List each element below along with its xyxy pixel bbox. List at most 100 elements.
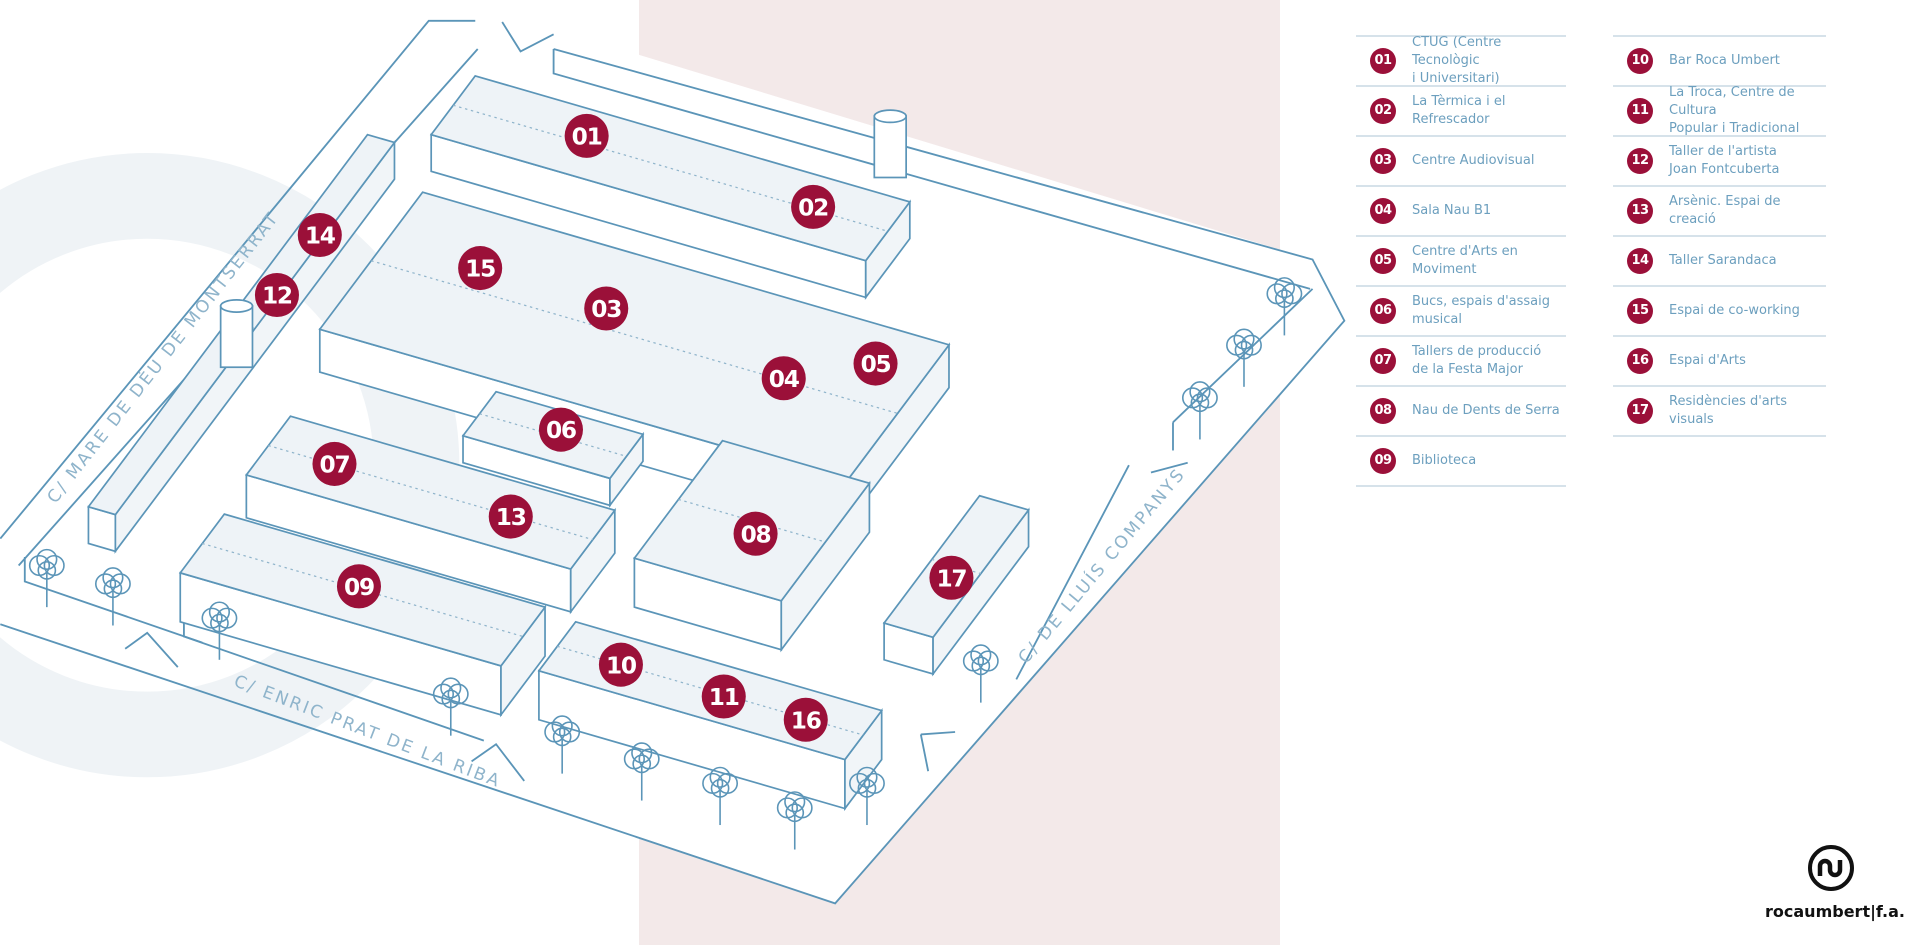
- marker-number: 08: [741, 521, 771, 548]
- marker-number: 14: [305, 223, 336, 250]
- street-line: [1015, 464, 1130, 680]
- marker-circle: [538, 407, 583, 452]
- building-marker-17[interactable]: 17: [929, 555, 974, 600]
- tree-icon: [1266, 277, 1303, 336]
- legend-number-badge: 14: [1627, 248, 1653, 274]
- marker-circle: [584, 286, 629, 331]
- tree-icon: [432, 677, 469, 736]
- marker-circle: [564, 113, 609, 158]
- marker-number: 17: [936, 565, 966, 592]
- legend-number-badge: 01: [1370, 48, 1396, 74]
- building-marker-13[interactable]: 13: [488, 494, 533, 539]
- legend-number-badge: 15: [1627, 298, 1653, 324]
- building-markers: 01 02 03 04 05 06 07 08 09 10 11 12 13 14 15 16 17: [254, 113, 974, 742]
- legend-label: Centre Audiovisual: [1412, 153, 1535, 168]
- building-marker-08[interactable]: 08: [733, 511, 778, 556]
- legend-number-badge: 09: [1370, 448, 1396, 474]
- tree-icon: [201, 601, 238, 660]
- tree-icon: [776, 791, 813, 850]
- marker-number: 03: [591, 296, 621, 323]
- marker-circle: [297, 212, 342, 258]
- building-marker-15[interactable]: 15: [458, 246, 503, 291]
- street-line: [471, 742, 525, 782]
- legend-number-badge: 16: [1627, 348, 1653, 374]
- building-marker-02[interactable]: 02: [791, 184, 836, 229]
- marker-number: 16: [791, 707, 821, 734]
- tree-icon: [94, 567, 131, 626]
- building-marker-16[interactable]: 16: [783, 697, 828, 742]
- legend-item: 15 Espai de co-working: [1613, 287, 1826, 337]
- marker-circle: [929, 555, 974, 600]
- marker-number: 13: [496, 504, 526, 531]
- rocaumbert-logo: rocaumbert|f.a.: [1760, 842, 1910, 932]
- legend-label: Tallers de producció de la Festa Major: [1412, 344, 1542, 377]
- marker-circle: [336, 564, 382, 609]
- street-line: [23, 556, 203, 644]
- street-line: [552, 48, 1311, 290]
- marker-number: 06: [546, 417, 576, 444]
- marker-number: 15: [465, 256, 495, 283]
- marker-circle: [701, 674, 746, 719]
- building-marker-10[interactable]: 10: [598, 642, 643, 687]
- building-marker-11[interactable]: 11: [701, 674, 746, 719]
- marker-number: 01: [572, 123, 602, 150]
- building-marker-03[interactable]: 03: [584, 286, 629, 331]
- legend-label: Arsènic. Espai de creació: [1669, 194, 1781, 227]
- building-marker-06[interactable]: 06: [538, 407, 583, 452]
- legend-item: 05 Centre d'Arts en Moviment: [1356, 237, 1566, 287]
- street-line: [0, 19, 476, 540]
- legend-number-badge: 06: [1370, 298, 1396, 324]
- marker-number: 04: [769, 366, 800, 393]
- legend-label: La Troca, Centre de Cultura Popular i Tr…: [1669, 85, 1800, 136]
- marker-circle: [312, 441, 357, 486]
- building-marker-12[interactable]: 12: [254, 272, 299, 318]
- marker-circle: [254, 272, 299, 318]
- building-marker-04[interactable]: 04: [761, 356, 806, 401]
- marker-circle: [853, 341, 898, 386]
- legend-label: Nau de Dents de Serra: [1412, 403, 1560, 418]
- marker-number: 02: [798, 194, 828, 221]
- marker-circle: [488, 494, 533, 539]
- legend-label: Centre d'Arts en Moviment: [1412, 244, 1518, 277]
- tree-icon: [544, 715, 581, 774]
- marker-circle: [791, 184, 836, 229]
- legend-item: 06 Bucs, espais d'assaig musical: [1356, 287, 1566, 337]
- building-marker-05[interactable]: 05: [853, 341, 898, 386]
- building-marker-07[interactable]: 07: [312, 441, 357, 486]
- tree-icon: [962, 644, 999, 703]
- marker-number: 10: [606, 652, 637, 679]
- rocaumbert-logo-icon: [1808, 845, 1854, 891]
- legend-label: Bucs, espais d'assaig musical: [1412, 294, 1551, 327]
- marker-circle: [458, 246, 503, 291]
- trees: [28, 277, 1303, 850]
- marker-circle: [761, 356, 806, 401]
- marker-number: 09: [344, 574, 374, 601]
- legend-item: 13 Arsènic. Espai de creació: [1613, 187, 1826, 237]
- legend-number-badge: 02: [1370, 98, 1396, 124]
- tree-icon: [623, 742, 660, 801]
- street-line: [919, 734, 930, 772]
- legend-number-badge: 05: [1370, 248, 1396, 274]
- legend-label: Espai de co-working: [1669, 303, 1800, 318]
- tree-icon: [1181, 381, 1218, 440]
- building-marker-14[interactable]: 14: [297, 212, 342, 258]
- tree-icon: [1226, 328, 1262, 387]
- legend-number-badge: 10: [1627, 48, 1653, 74]
- building-marker-09[interactable]: 09: [336, 564, 382, 609]
- logo-text: rocaumbert|f.a.: [1765, 902, 1905, 921]
- building-marker-01[interactable]: 01: [564, 113, 609, 158]
- street-line: [920, 731, 956, 736]
- legend-number-badge: 13: [1627, 198, 1653, 224]
- marker-number: 05: [861, 351, 891, 378]
